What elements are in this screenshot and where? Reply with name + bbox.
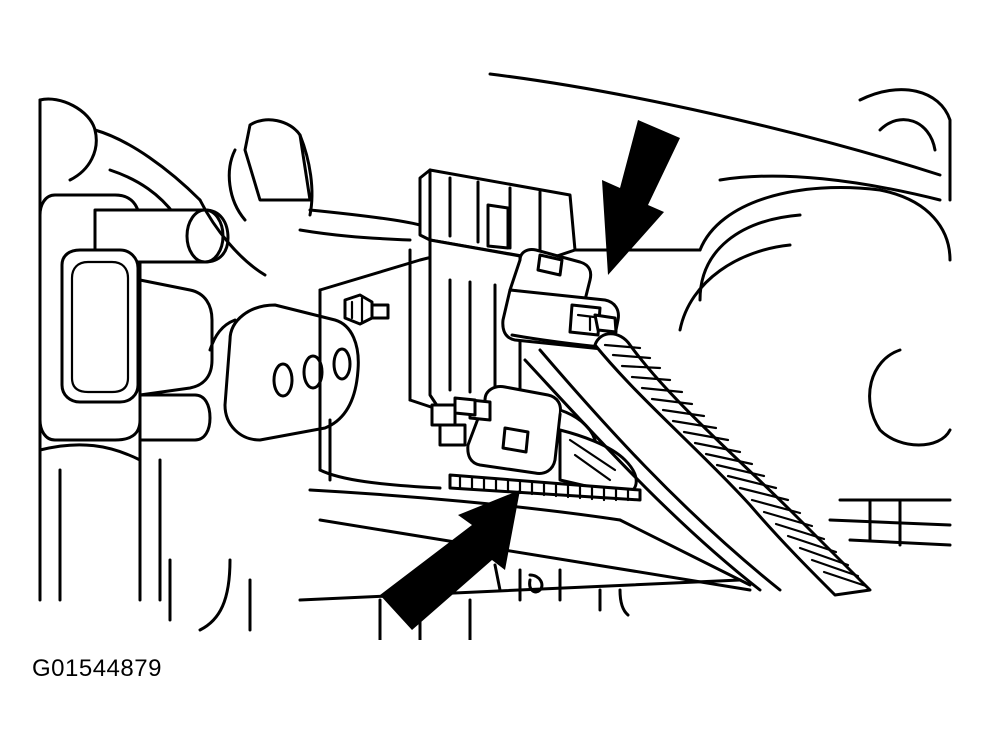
callout-arrow-lower: [380, 490, 520, 630]
callout-arrow-upper: [602, 120, 680, 275]
wiring-harness-upper: [523, 332, 872, 597]
figure-reference-code: G01544879: [32, 655, 162, 682]
solenoid-valve-body: [408, 168, 577, 447]
mounting-bolt: [343, 293, 390, 326]
upper-connector: [501, 248, 620, 352]
throttle-body: [38, 97, 230, 602]
lower-connector: [453, 385, 638, 497]
sensor-with-ports: [208, 303, 360, 442]
engine-component-illustration: [38, 72, 952, 640]
background-housing: [488, 72, 952, 547]
wiring-harness-lower: [448, 473, 642, 502]
vacuum-hose: [198, 118, 422, 277]
